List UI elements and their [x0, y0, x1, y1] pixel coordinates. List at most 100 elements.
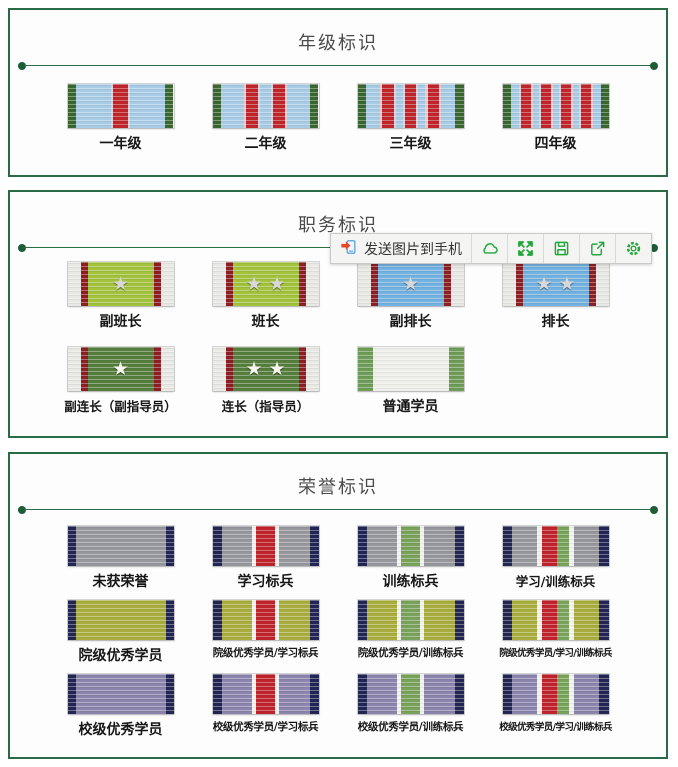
expand-button[interactable]	[507, 234, 543, 263]
star-icon: ★ ★	[245, 272, 286, 295]
ribbon-row: 院级优秀学员 院级优秀学员/学习标兵 院级优秀学员/训练标兵 院级优秀学员/学习/训练…	[10, 600, 666, 665]
ribbon-cell: 校级优秀学员/学习标兵	[193, 674, 338, 739]
section-honor-title: 荣誉标识	[298, 477, 378, 498]
ribbon-image	[502, 674, 609, 714]
ribbon-image: ★ ★	[502, 262, 609, 306]
ribbon-cell: 院级优秀学员/训练标兵	[338, 600, 483, 665]
save-icon	[552, 239, 571, 258]
ribbon-label: 三年级	[389, 136, 432, 152]
ribbon-cell: ★ ★排长	[483, 262, 628, 331]
share-button[interactable]	[579, 234, 615, 263]
divider-dot-left	[18, 244, 26, 252]
ribbon-image	[357, 600, 464, 640]
ribbon-cell: ★ ★ 连长（指导员）	[193, 347, 338, 416]
ribbon-image	[67, 84, 174, 128]
ribbon-image	[212, 526, 319, 566]
duty-ribbon-grid: ★ 副班长 ★ ★ 班长 ★ 副排长 ★ ★排长 ★ 副连长（副指导员） ★ ★ 连长（指导员） 普通…	[10, 262, 666, 432]
ribbon-label: 院级优秀学员/训练标兵	[357, 647, 464, 659]
ribbon-label: 校级优秀学员	[78, 722, 163, 738]
ribbon-row: 一年级 二年级三年级 四年级	[10, 84, 666, 153]
ribbon-image	[357, 674, 464, 714]
expand-icon	[516, 239, 535, 258]
save-button[interactable]	[543, 234, 579, 263]
star-icon: ★	[401, 272, 420, 295]
settings-icon	[624, 239, 643, 258]
ribbon-cell: ★ 副连长（副指导员）	[48, 347, 193, 416]
divider-line	[24, 65, 652, 66]
cloud-button[interactable]	[471, 234, 507, 263]
ribbon-label: 学习标兵	[237, 574, 294, 590]
ribbon-cell: 学习/训练标兵	[483, 526, 628, 591]
ribbon-cell: 未获荣誉	[48, 526, 193, 591]
ribbon-cell: 三年级	[338, 84, 483, 153]
ribbon-cell: ★ ★ 班长	[193, 262, 338, 331]
divider-line	[24, 509, 652, 510]
ribbon-image: ★ ★	[212, 347, 319, 391]
ribbon-image: ★	[357, 262, 464, 306]
ribbon-label: 校级优秀学员/学习标兵	[212, 721, 319, 733]
honor-ribbon-grid: 未获荣誉学习标兵训练标兵学习/训练标兵院级优秀学员院级优秀学员/学习标兵院级优秀…	[10, 526, 666, 748]
star-icon: ★	[111, 357, 130, 380]
ribbon-label: 班长	[251, 314, 280, 330]
ribbon-image	[502, 84, 609, 128]
ribbon-image	[502, 526, 609, 566]
ribbon-label: 未获荣誉	[92, 574, 149, 590]
section-grade: 年级标识 一年级 二年级三年级 四年级	[8, 8, 668, 177]
section-duty-title: 职务标识	[298, 215, 378, 236]
ribbon-label: 校级优秀学员/训练标兵	[357, 721, 464, 733]
ribbon-row: ★ 副班长 ★ ★ 班长 ★ 副排长 ★ ★排长	[10, 262, 666, 331]
ribbon-label: 连长（指导员）	[221, 399, 310, 414]
send-to-phone-label: 发送图片到手机	[364, 241, 462, 258]
ribbon-image: ★ ★	[212, 262, 319, 306]
ribbon-image	[502, 600, 609, 640]
ribbon-image	[357, 347, 464, 391]
settings-button[interactable]	[615, 234, 651, 263]
ribbon-row: ★ 副连长（副指导员） ★ ★ 连长（指导员） 普通学员	[10, 347, 666, 416]
ribbon-label: 普通学员	[382, 399, 439, 415]
image-hover-toolbar: 发送图片到手机	[330, 233, 652, 264]
ribbon-label: 院级优秀学员/学习/训练标兵	[499, 648, 612, 659]
ribbon-cell: 普通学员	[338, 347, 483, 416]
ribbon-row: 未获荣誉学习标兵训练标兵学习/训练标兵	[10, 526, 666, 591]
ribbon-label: 副排长	[389, 314, 432, 330]
ribbon-label: 院级优秀学员/学习标兵	[212, 647, 319, 659]
ribbon-cell: 学习标兵	[193, 526, 338, 591]
empty-cell	[483, 347, 628, 416]
ribbon-label: 一年级	[99, 136, 142, 152]
section-divider	[18, 62, 658, 70]
ribbon-cell: ★ 副排长	[338, 262, 483, 331]
divider-dot-right	[650, 244, 658, 252]
divider-dot-left	[18, 62, 26, 70]
section-grade-title: 年级标识	[298, 33, 378, 54]
section-divider	[18, 506, 658, 514]
ribbon-cell: 四年级	[483, 84, 628, 153]
ribbon-label: 副班长	[99, 314, 142, 330]
ribbon-image: ★	[67, 262, 174, 306]
section-duty: 职务标识 ★ 副班长 ★ ★ 班长 ★ 副排长 ★ ★排长 ★ 副连长（副指导员） ★ ★ 连长（指…	[8, 190, 668, 438]
ribbon-cell: 一年级	[48, 84, 193, 153]
ribbon-label: 学习/训练标兵	[515, 574, 596, 589]
ribbon-label: 校级优秀学员/学习/训练标兵	[499, 722, 612, 733]
star-icon: ★ ★	[245, 357, 286, 380]
ribbon-cell: 校级优秀学员/训练标兵	[338, 674, 483, 739]
ribbon-cell: ★ 副班长	[48, 262, 193, 331]
ribbon-image	[212, 600, 319, 640]
section-honor: 荣誉标识 未获荣誉学习标兵训练标兵学习/训练标兵院级优秀学员院级优秀学员/学习标…	[8, 452, 668, 759]
divider-dot-left	[18, 506, 26, 514]
ribbon-image	[212, 674, 319, 714]
ribbon-cell: 院级优秀学员	[48, 600, 193, 665]
ribbon-label: 副连长（副指导员）	[64, 399, 177, 414]
send-to-phone-button[interactable]: 发送图片到手机	[331, 234, 471, 263]
grade-ribbon-grid: 一年级 二年级三年级 四年级	[10, 84, 666, 169]
ribbon-cell: 校级优秀学员	[48, 674, 193, 739]
ribbon-row: 校级优秀学员 校级优秀学员/学习标兵 校级优秀学员/训练标兵 校级优秀学员/学习/训练…	[10, 674, 666, 739]
ribbon-image	[67, 674, 174, 714]
divider-dot-right	[650, 62, 658, 70]
ribbon-cell: 二年级	[193, 84, 338, 153]
divider-dot-right	[650, 506, 658, 514]
share-icon	[588, 239, 607, 258]
ribbon-cell: 校级优秀学员/学习/训练标兵	[483, 674, 628, 739]
ribbon-label: 院级优秀学员	[78, 648, 163, 664]
star-icon: ★ ★	[535, 272, 576, 295]
ribbon-image: ★	[67, 347, 174, 391]
